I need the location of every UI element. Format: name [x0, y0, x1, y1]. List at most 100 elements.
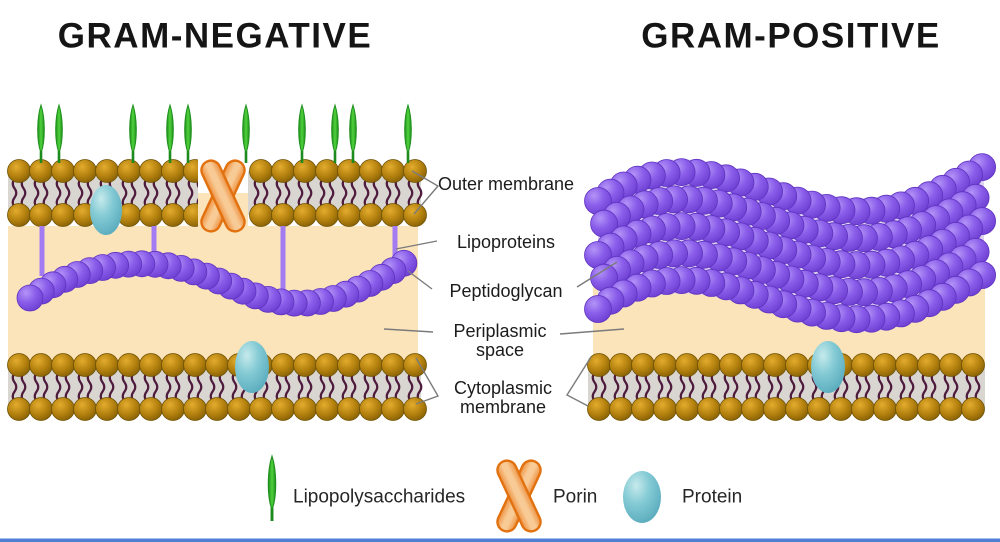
title-gram-positive: GRAM-POSITIVE [641, 17, 941, 56]
lipid-tail [798, 371, 805, 403]
lipid-head [403, 203, 427, 227]
lipid-head [961, 353, 985, 377]
lipid-head [631, 353, 655, 377]
lipid-head [117, 159, 141, 183]
structure-labels: Outer membrane Lipoproteins Peptidoglyca… [438, 174, 574, 417]
lipid-tail [372, 177, 379, 209]
lipid-head [51, 203, 75, 227]
lipopolysaccharide-icon [129, 103, 137, 163]
lipid-head [873, 397, 897, 421]
lipid-tail [363, 177, 370, 209]
lipid-tail [319, 177, 326, 209]
lipid-tail [622, 371, 629, 403]
lipid-head [161, 397, 185, 421]
porin-icon [496, 459, 542, 533]
title-gram-negative: GRAM-NEGATIVE [58, 17, 372, 56]
membrane-interior [588, 365, 985, 409]
lipid-tail [350, 177, 357, 209]
lipid-tail [328, 177, 335, 209]
lipid-tail [64, 177, 71, 209]
lipid-tail [55, 371, 62, 403]
lipid-head [51, 353, 75, 377]
lipid-tail [394, 177, 401, 209]
lipid-head [895, 353, 919, 377]
lipid-head [785, 397, 809, 421]
lipid-head [697, 397, 721, 421]
lipopolysaccharide-icon [242, 103, 250, 163]
lipid-head [117, 397, 141, 421]
lipid-head [293, 203, 317, 227]
lipid-tail [231, 371, 238, 403]
lipid-tail [275, 371, 282, 403]
lipid-tail [710, 371, 717, 403]
lipid-tail [767, 371, 774, 403]
lipid-head [381, 397, 405, 421]
lipid-tail [11, 371, 18, 403]
lipid-tail [20, 177, 27, 209]
label-connector-line [415, 357, 440, 405]
lipid-tail [899, 371, 906, 403]
legend-label-porin: Porin [553, 487, 597, 508]
lipid-tail [921, 371, 928, 403]
label-connector-line [576, 261, 618, 288]
lipid-head [29, 397, 53, 421]
lipid-tail [174, 371, 181, 403]
lipid-tail [130, 177, 137, 209]
label-connector-line [411, 170, 440, 215]
lipid-tail [33, 177, 40, 209]
lipid-tail [275, 177, 282, 209]
label-peptidoglycan: Peptidoglycan [449, 281, 562, 301]
lipid-tail [306, 371, 313, 403]
lipid-tail [407, 177, 414, 209]
lipid-tail [152, 177, 159, 209]
lipid-tail [385, 177, 392, 209]
lipid-tail [77, 177, 84, 209]
lipid-head [95, 353, 119, 377]
lipid-head [7, 159, 31, 183]
lipid-tail [363, 371, 370, 403]
lipid-head [359, 203, 383, 227]
lipid-tail [33, 371, 40, 403]
lipid-tail [666, 371, 673, 403]
label-outer-membrane: Outer membrane [438, 174, 574, 194]
lipid-head [917, 397, 941, 421]
lipid-head [337, 203, 361, 227]
lipid-head [95, 159, 119, 183]
lipid-tail [108, 371, 115, 403]
lipid-head [741, 397, 765, 421]
lipid-tail [196, 371, 203, 403]
label-connector-line [559, 328, 625, 335]
lipid-head [785, 353, 809, 377]
lipid-head [741, 353, 765, 377]
protein-icon [811, 341, 845, 393]
peptidoglycan-bead [584, 295, 612, 323]
lipid-head [851, 397, 875, 421]
lipid-head [381, 353, 405, 377]
lipid-tail [350, 371, 357, 403]
lipid-tail [121, 177, 128, 209]
lipid-head [315, 397, 339, 421]
lipid-head [271, 353, 295, 377]
lipid-tail [328, 371, 335, 403]
lipid-tail [187, 371, 194, 403]
lipid-head [117, 353, 141, 377]
lipid-tail [187, 177, 194, 209]
lipid-head [7, 203, 31, 227]
lipid-tail [86, 177, 93, 209]
lipid-tail [385, 371, 392, 403]
lipid-tail [11, 177, 18, 209]
lipid-head [249, 203, 273, 227]
lipid-head [51, 397, 75, 421]
lipid-head [293, 159, 317, 183]
lipid-tail [886, 371, 893, 403]
lipid-head [139, 203, 163, 227]
lipopolysaccharide-icon [37, 103, 45, 163]
label-periplasmic-space-line1: Periplasmic [453, 321, 546, 341]
lipid-tail [754, 371, 761, 403]
porin-icon [200, 159, 246, 233]
lipid-tail [165, 371, 172, 403]
lipid-tail [394, 371, 401, 403]
lipid-head [161, 353, 185, 377]
lipid-tail [688, 371, 695, 403]
lipid-tail [253, 177, 260, 209]
